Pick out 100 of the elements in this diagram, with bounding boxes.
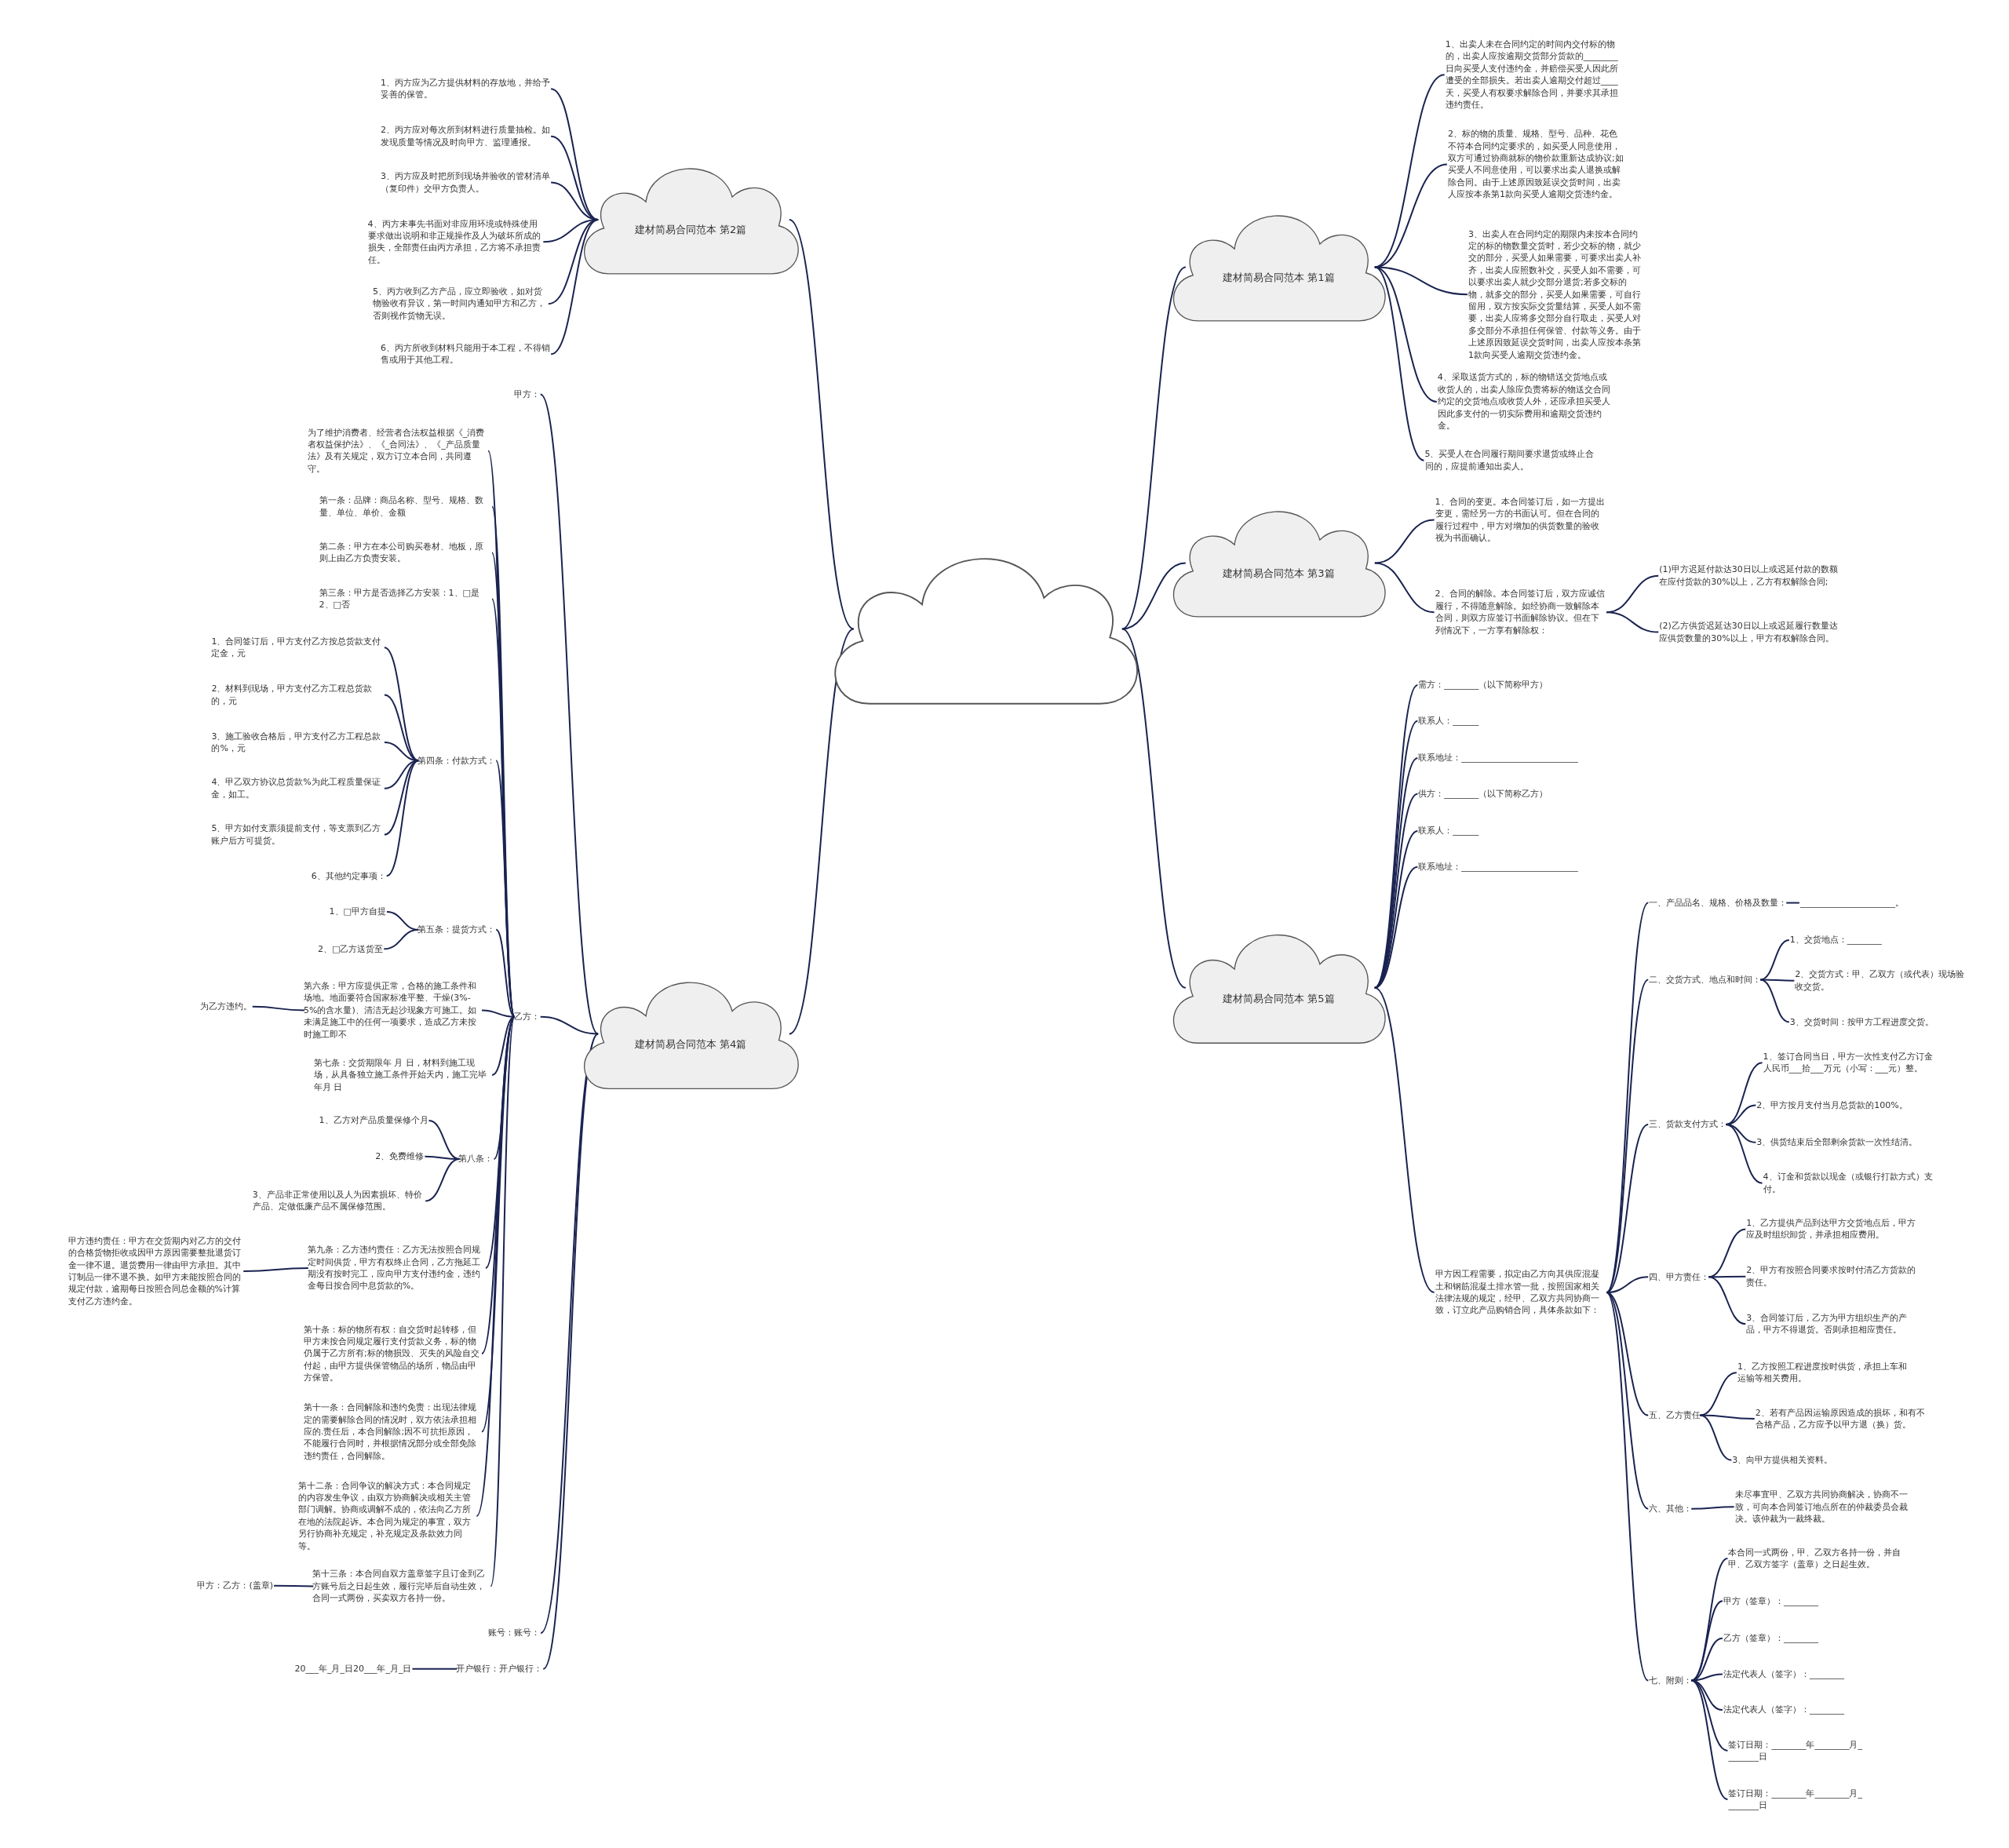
branch-text: 法定代表人（签字）：________ [1723,1704,1844,1716]
branch-line [1725,1124,1763,1184]
branch-text: 乙方（签章）：________ [1723,1632,1818,1645]
branch-text: 甲方： [513,388,540,401]
branch-text: 甲方（签章）：________ [1723,1595,1818,1608]
branch-text: 1、乙方提供产品到达甲方交货地点后，甲方应及时组织卸货，并承担相应费用。 [1746,1217,1922,1241]
topic-title: 建材简易合同范本 第2篇 [634,223,747,238]
branch-text: 乙方： [513,1011,540,1023]
branch-text: (1)甲方迟延付款达30日以上或迟延付款的数额在应付货款的30%以上，乙方有权解除合同; [1659,563,1839,589]
branch-line [539,1015,600,1035]
branch-text: 2、甲方有按照合同要求按时付清乙方货款的责任。 [1746,1264,1922,1289]
branch-text: 3、向甲方提供相关资料。 [1732,1454,1833,1467]
branch-line [1373,266,1425,461]
branch-line [1373,866,1419,989]
branch-line [1373,986,1435,1294]
branch-line [383,760,420,836]
branch-text: 2、若有产品因运输原因造成的损坏，和有不合格产品，乙方应予以甲方退（换）货。 [1755,1406,1931,1431]
branch-text: 6、其他约定事项： [311,869,386,882]
branch-line [1606,611,1660,633]
branch-text: 为乙方违约。 [199,1001,252,1013]
branch-text: 3、施工验收合格后，甲方支付乙方工程总款的%，元 [211,730,384,755]
branch-text: 第二条：甲方在本公司购买卷材、地板，原则上由乙方负责安装。 [319,540,491,565]
branch-line [425,1158,461,1202]
topic-title: 建材简易合同范本 第4篇 [634,1037,747,1052]
branch-line [1606,1292,1650,1416]
branch-text: 第十二条：合同争议的解决方式：本合同规定的内容发生争议，由双方协商解决或相关主管部门调解。协商或调解不成的，依法向乙方所在地的法院起诉。本合同为规定的事宜，双方另行协商补充规定，补充规定及条款效力同等。 [298,1479,476,1553]
branch-text: 甲方因工程需要，拟定由乙方向其供应混凝土和钢筋混凝土排水管一批，按照国家相关法律法规的规定，经甲、乙双方共同协商一致，订立此产品购销合同，具体条款如下： [1435,1268,1608,1317]
topic-title: 建材简易合同范本 第1篇 [1223,270,1335,285]
branch-text: 联系人：______ [1418,715,1479,727]
branch-text: 甲方：乙方：(盖章) [197,1580,273,1592]
branch-text: 1、丙方应为乙方提供材料的存放地，并给予妥善的保管。 [380,76,551,101]
branch-text: 2、合同的解除。本合同签订后，双方应诚信履行，不得随意解除。如经协商一致解除本合同，则双方应签订书面解除协议。但在下列情况下，一方享有解除权： [1435,588,1608,636]
branch-text: 1、乙方对产品质量保修个月 [319,1114,428,1127]
branch-text: 3、供货结束后全部剩余货款一次性结清。 [1756,1136,1918,1149]
branch-text: 供方：________（以下简称乙方） [1418,788,1548,800]
branch-text: 甲方违约责任：甲方在交货期内对乙方的交付的合格货物拒收或因甲方原因需要整批退货订金一律不退。退货费用一律由甲方承担。其中订制品一律不退不换。如甲方未能按照合同的规定付款，逾期每日按照合同总金额的%计算支付乙方违约金。 [67,1234,243,1308]
branch-text: 4、甲乙双方协议总货款%为此工程质量保证金，如工。 [211,776,384,801]
branch-line [273,1584,315,1587]
branch-line [1121,562,1187,630]
branch-text: 5、买受人在合同履行期间要求退货或终止合同的，应提前通知出卖人。 [1424,448,1601,473]
branch-line [1725,1062,1763,1125]
branch-line [1690,1600,1723,1682]
branch-line [1606,979,1650,1294]
branch-line [1785,902,1800,904]
branch-text: 第十三条：本合同自双方盖章签字且订金到乙方账号后之日起生效，履行完毕后自动生效，合同一式两份，买卖双方各持一份。 [312,1568,490,1605]
branch-text: 第一条：品牌：商品名称、型号、规格、数量、单位、单价、金额 [319,494,491,519]
branch-text: 2、□乙方送货至 [317,942,384,955]
branch-text: 1、□甲方自提 [329,906,386,918]
branch-line [383,928,420,950]
branch-text: 第七条：交货期限年 月 日，材料到施工现场，从具备独立施工条件开始天内，施工完毕年月 日 [314,1056,492,1094]
branch-line [1759,979,1790,1023]
branch-text: 签订日期：________年________月________日 [1728,1787,1865,1812]
branch-line [411,1668,458,1670]
branch-text: 一、产品品名、规格、价格及数量： [1649,896,1788,909]
branch-line [495,928,516,1018]
branch-text: 3、出卖人在合同约定的期限内未按本合同约定的标的物数量交货时，若少交标的物，就少交的部分，买受人如果需要，可要求出卖人补齐，出卖人应照数补交，买受人如不需要，可以要求出卖人就少交部分退货;若多交标的物，就多交的部分，买受人如果需要，可自行留用，双方按实际交货量结算，买受人如不需要，出卖人应将多交部分自行取走，买受人对多交部分不承担任何保管、付款等义务。由于上述原因致延误交货时间，出卖人应按本条第1款向买受人逾期交货违约金。 [1468,228,1643,361]
branch-line [788,628,855,1035]
branch-text: 五、乙方责任 [1649,1409,1701,1422]
branch-text: 二、交货方式、地点和时间： [1649,973,1762,986]
branch-text: 3、丙方应及时把所到现场并验收的管材清单（复印件）交甲方负责人。 [380,170,551,195]
topic-title: 建材简易合同范本 第3篇 [1223,566,1335,581]
branch-text: 1、交货地点：________ [1789,934,1882,946]
branch-text: (2)乙方供货迟延达30日以上或迟延履行数量达应供货数量的30%以上，甲方有权解除合同。 [1659,620,1839,644]
branch-text: 4、丙方未事先书面对非应用环境或特殊使用要求做出说明和非正规操作及人为破坏所成的损失，全部责任由丙方承担，乙方将不承担责任。 [367,217,543,267]
branch-text: 第五条：提货方式： [417,924,496,936]
branch-text: 2、免费维修 [375,1150,425,1163]
branch-text: 5、丙方收到乙方产品，应立即验收，如对货物验收有异议，第一时间内通知甲方和乙方，否则视作货物无误。 [373,286,548,323]
branch-text: 20___年_月_日20___年_月_日 [294,1663,412,1675]
branch-text: 1、乙方按照工程进度按时供货，承担上车和运输等相关费用。 [1737,1360,1912,1385]
branch-text: 6、丙方所收到材料只能用于本工程，不得销售或用于其他工程。 [380,341,551,366]
branch-line [1690,1506,1735,1510]
branch-text: 签订日期：________年________月________日 [1728,1738,1865,1763]
branch-text: 2、材料到现场，甲方支付乙方工程总货款的，元 [211,683,384,707]
branch-text: 第四条：付款方式： [417,754,496,767]
branch-text: 联系人：______ [1418,825,1479,837]
branch-line [1373,519,1435,564]
branch-text: 为了维护消费者、经营者合法权益根据《_消费者权益保护法》、《_合同法》、《_产品质量法》及有关规定，双方订立本合同，共同遵守。 [307,426,488,476]
branch-line [1759,939,1790,981]
branch-text: 3、合同签订后，乙方为甲方组织生产的产品，甲方不得退货。否则承担相应责任。 [1746,1311,1922,1336]
branch-line [1606,1124,1650,1294]
branch-text: 三、货款支付方式： [1649,1118,1727,1131]
branch-line [550,219,600,355]
branch-line [1690,1679,1729,1800]
branch-line [1373,266,1438,403]
branch-text: ______________________。 [1799,896,1904,909]
branch-line [490,1015,516,1587]
branch-text: 1、签订合同当日，甲方一次性支付乙方订金人民币___拾___万元（小写：___元）整。 [1763,1050,1938,1075]
branch-text: 联系地址：___________________________ [1418,752,1578,764]
branch-text: 联系地址：___________________________ [1418,861,1578,873]
branch-line [251,1005,305,1011]
branch-text: 法定代表人（签字）：________ [1723,1668,1844,1681]
branch-line [788,219,855,630]
branch-text: 开户银行：开户银行： [456,1663,543,1675]
branch-text: 第六条：甲方应提供正常，合格的施工条件和场地。地面要符合国家标准平整、干燥(3%-5%的含水量)、清洁无起沙现象方可施工。如未满足施工中的任何一项要求，造成乙方未按时施工即不 [303,979,481,1041]
branch-text: 七、附则： [1649,1674,1693,1687]
branch-line [1373,266,1468,296]
branch-text: 3、交货时间：按甲方工程进度交货。 [1789,1015,1934,1029]
branch-text: 四、甲方责任： [1649,1270,1710,1283]
branch-text: 未尽事宜甲、乙双方共同协商解决，协商不一致，可向本合同签订地点所在的仲裁委员会裁决。该仲裁为一裁终裁。 [1734,1489,1910,1525]
branch-text: 1、出卖人未在合同约定的时间内交付标的物的，出卖人应按逾期交货部分货款的________日向买受人支付违约金，并赔偿买受人因此所遭受的全部损失。若出卖人逾期交付超过____天，买受人有权要求解除合同，并要求其承担违约责任。 [1445,38,1622,111]
